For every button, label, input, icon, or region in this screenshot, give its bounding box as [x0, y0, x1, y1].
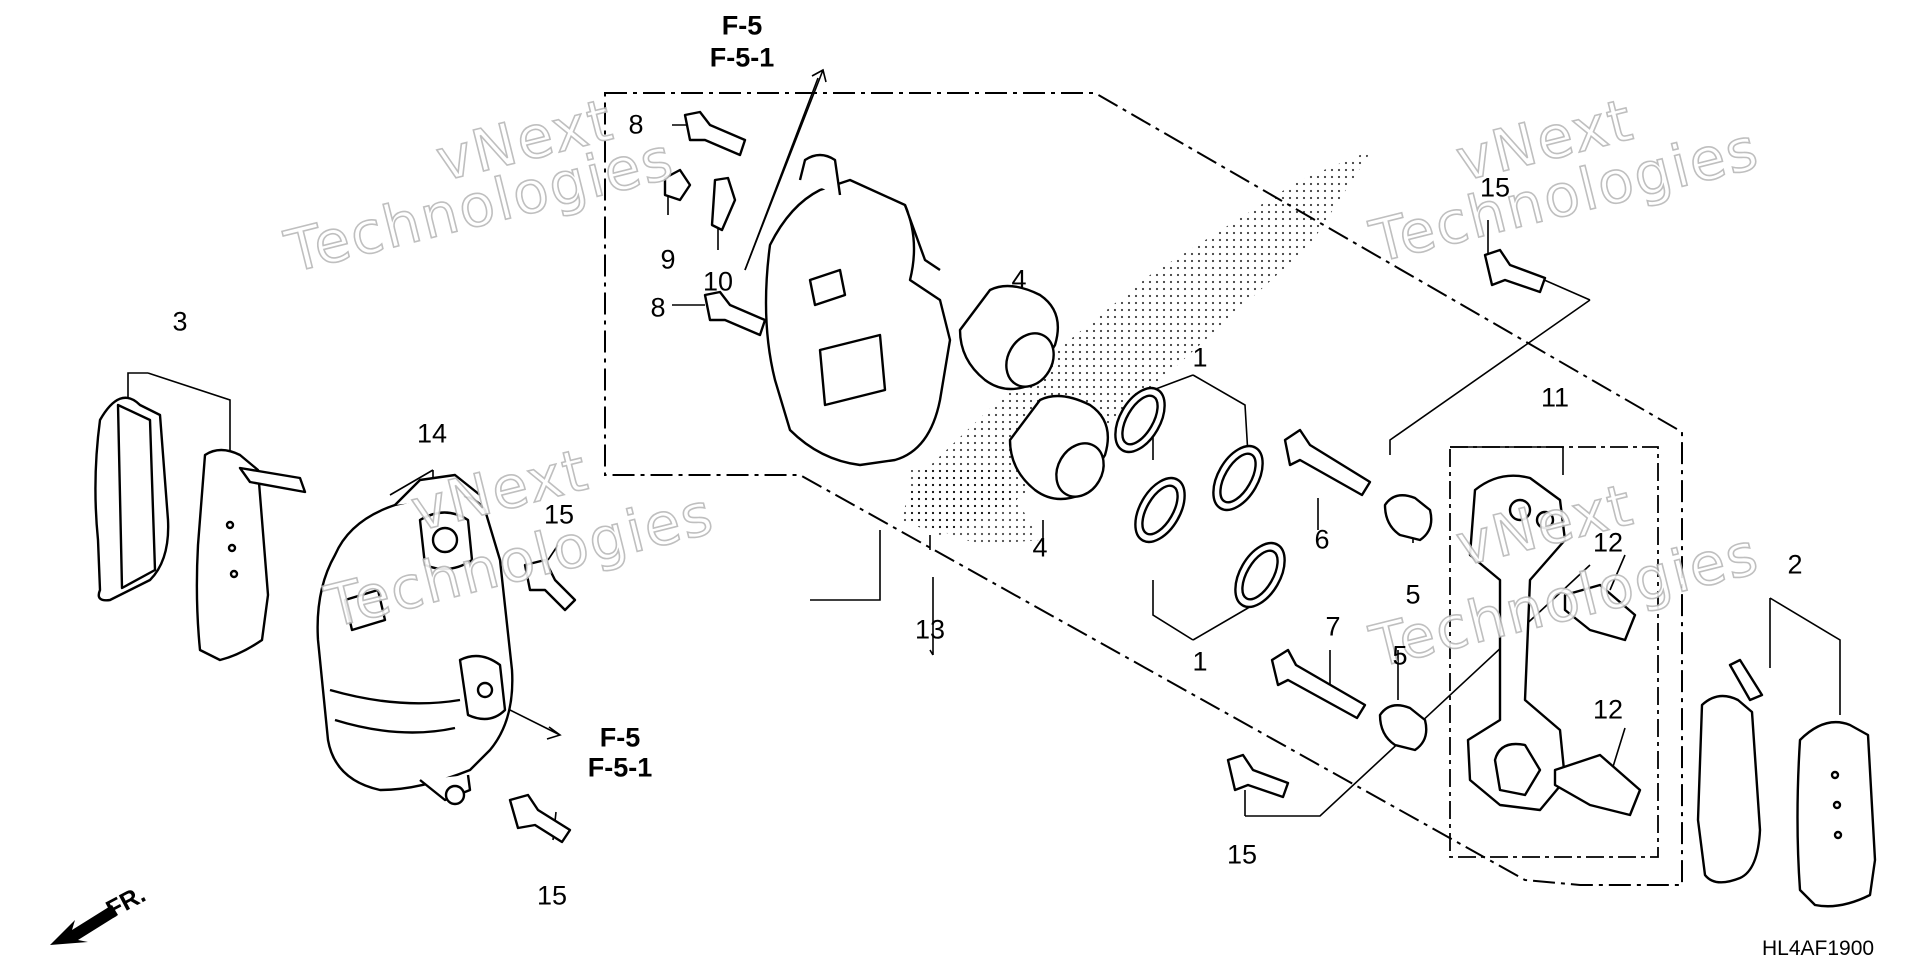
brake-pad-right-inner	[1796, 720, 1877, 908]
diagram-code: HL4AF1900	[1762, 937, 1875, 960]
callout-5: 5	[1405, 579, 1421, 610]
callout-4: 4	[1011, 264, 1027, 295]
reference-label-top-1: F-5	[721, 10, 763, 41]
callout-10: 10	[702, 266, 734, 297]
callout-15: 15	[543, 499, 575, 530]
callout-7: 7	[1325, 611, 1341, 642]
callout-9: 9	[660, 244, 676, 275]
reference-label-top-2: F-5-1	[709, 42, 775, 73]
callout-8: 8	[628, 109, 644, 140]
callout-13: 13	[914, 614, 946, 645]
callout-2: 2	[1787, 549, 1803, 580]
callout-15: 15	[536, 880, 568, 911]
pin-boots	[1378, 494, 1433, 752]
front-arrow	[50, 905, 118, 945]
callout-12: 12	[1592, 527, 1624, 558]
caliper-assembly	[316, 473, 514, 806]
callout-14: 14	[416, 418, 448, 449]
piston-seals	[1114, 386, 1286, 609]
callout-1: 1	[1192, 646, 1208, 677]
slide-pins	[1270, 428, 1372, 720]
shading-area-lower	[910, 470, 1040, 545]
piston-upper	[958, 284, 1060, 391]
callout-3: 3	[172, 306, 188, 337]
assembly-outline	[604, 92, 1683, 886]
brake-pad-left-outer	[94, 396, 170, 602]
callout-1: 1	[1192, 342, 1208, 373]
callout-8: 8	[650, 292, 666, 323]
reference-label-mid-1: F-5	[599, 722, 641, 753]
pad-clips	[1553, 583, 1642, 817]
callout-6: 6	[1314, 524, 1330, 555]
reference-label-mid-2: F-5-1	[587, 752, 653, 783]
caliper-bracket	[1466, 474, 1567, 812]
callout-15: 15	[1226, 839, 1258, 870]
piston-lower	[1008, 394, 1110, 501]
bracket-outline	[1449, 446, 1659, 858]
brake-pad-left-inner	[195, 448, 307, 662]
callout-15: 15	[1479, 172, 1511, 203]
callout-5: 5	[1392, 640, 1408, 671]
callout-12: 12	[1592, 694, 1624, 725]
callout-4: 4	[1032, 532, 1048, 563]
callout-11: 11	[1540, 382, 1570, 413]
reference-arrow-top	[744, 68, 827, 271]
brake-pad-right-outer	[1696, 658, 1764, 884]
bolts	[508, 110, 1547, 844]
caliper-body-upper	[764, 153, 952, 467]
